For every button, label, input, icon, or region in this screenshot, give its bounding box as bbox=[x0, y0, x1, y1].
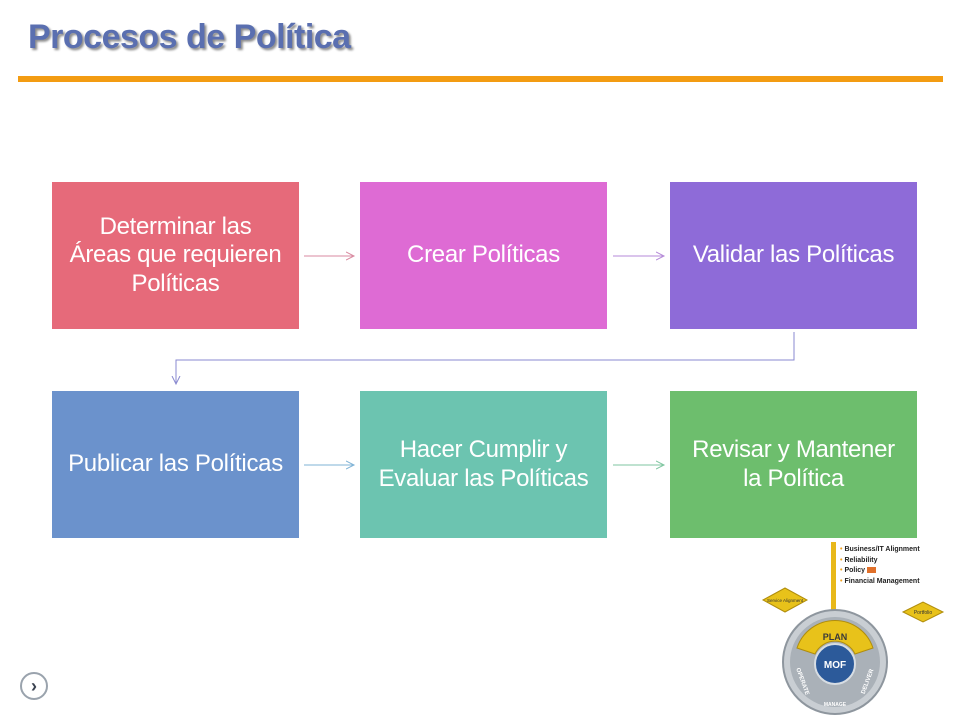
step-revisar-mantener: Revisar y Mantener la Política bbox=[670, 391, 917, 538]
mof-tag-right: Portfolio bbox=[914, 610, 933, 616]
mof-ring-top: PLAN bbox=[823, 632, 848, 642]
mof-legend-item: •Reliability bbox=[840, 556, 878, 564]
step-determinar-areas: Determinar las Áreas que requieren Polít… bbox=[52, 182, 299, 329]
mof-legend-item: •Business/IT Alignment bbox=[840, 546, 920, 553]
mof-legend-item: •Financial Management bbox=[840, 577, 920, 585]
mof-legend-item: •Policy bbox=[840, 566, 920, 577]
mof-logo: MOF PLAN OPERATE DELIVER MANAGE Service … bbox=[761, 542, 945, 715]
arrow-3-4 bbox=[176, 332, 795, 384]
mof-ring-bottom: MANAGE bbox=[824, 702, 847, 708]
step-hacer-cumplir: Hacer Cumplir y Evaluar las Políticas bbox=[360, 391, 607, 538]
page-title: Procesos de Política bbox=[28, 18, 351, 56]
mof-center-text: MOF bbox=[824, 660, 846, 671]
step-crear-politicas: Crear Políticas bbox=[360, 182, 607, 329]
mof-tag-left: Service Alignment bbox=[767, 598, 804, 603]
chevron-right-icon[interactable]: › bbox=[20, 672, 48, 700]
step-publicar-politicas: Publicar las Políticas bbox=[52, 391, 299, 538]
step-validar-politicas: Validar las Políticas bbox=[670, 182, 917, 329]
policy-highlight-icon bbox=[867, 567, 877, 574]
mof-legend: •Business/IT Alignment •Reliability •Pol… bbox=[840, 545, 920, 587]
title-underline bbox=[18, 76, 943, 82]
